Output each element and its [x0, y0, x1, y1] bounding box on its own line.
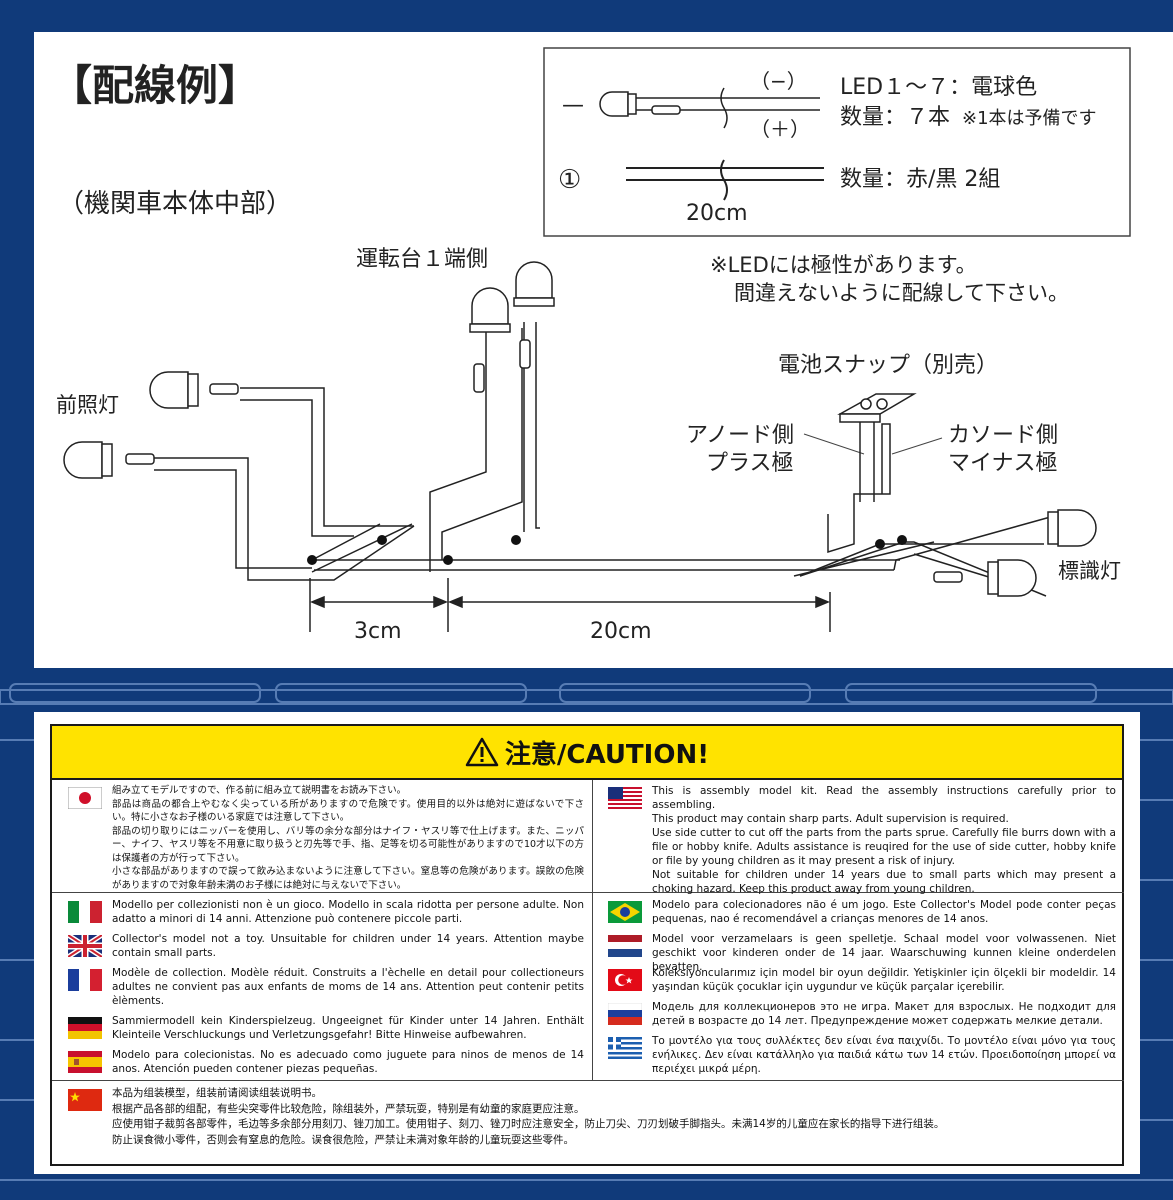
label-cathode-minus: マイナス極 — [948, 451, 1058, 476]
flag-france-icon — [68, 969, 102, 991]
warning-text-pt: Modelo para colecionadores não é um jogo… — [652, 899, 1116, 925]
flag-germany-icon — [68, 1017, 102, 1039]
warning-entry-it: Modello per collezionisti non è un gioco… — [68, 898, 584, 926]
warning-text-es: Modelo para colecionistas. No es adecuad… — [112, 1049, 584, 1075]
warning-entry-fr: Modèle de collection. Modèle réduit. Con… — [68, 966, 584, 1008]
warning-text-zh: 本品为组装模型，组装前请阅读组装说明书。 根据产品各部的组配，有些尖突零件比较危… — [112, 1087, 945, 1146]
row-divider-right — [593, 892, 1124, 893]
warning-text-ja: 組み立てモデルですので、作る前に組み立て説明書をお読み下さい。 部品は商品の都合… — [112, 785, 584, 891]
flag-netherlands-icon — [608, 935, 642, 957]
warning-text-fr: Modèle de collection. Modèle réduit. Con… — [112, 967, 584, 1007]
warning-entry-nl: Model voor verzamelaars is geen spelletj… — [608, 932, 1116, 974]
label-cab-end: 運転台１端側 — [356, 247, 488, 272]
row-divider-bottom — [52, 1080, 1124, 1081]
leader-lines — [803, 433, 943, 455]
label-headlight: 前照灯 — [56, 393, 119, 417]
wiring-diagram: 【配線例】 （機関車本体中部） — （−） （＋） LED１〜７：電球色 数量：… — [50, 47, 1131, 644]
warning-entry-de: Sammiermodell kein Kinderspielzeug. Unge… — [68, 1014, 584, 1042]
flag-uk-icon — [68, 935, 102, 957]
label-anode-side: アノード側 — [686, 423, 794, 448]
legend-dash: — — [562, 93, 584, 118]
warning-entry-es: Modelo para colecionistas. No es adecuad… — [68, 1048, 584, 1076]
warning-text-en-us: This is assembly model kit. Read the ass… — [652, 785, 1116, 895]
warning-entry-pt: Modelo para colecionadores não é um jogo… — [608, 898, 1116, 926]
warning-triangle-icon — [465, 737, 499, 767]
caution-panel: 注意/CAUTION! 組み立てモデルですので、作る前に組み立て説明書をお読み下… — [34, 712, 1140, 1174]
headlight-led-lower — [63, 441, 155, 479]
flag-brazil-icon — [608, 901, 642, 923]
legend-plus: （＋） — [750, 117, 810, 141]
marker-led-upper — [1047, 509, 1097, 547]
legend-minus: （−） — [750, 69, 807, 93]
legend-wire-icon — [626, 159, 824, 201]
flag-japan-icon — [68, 787, 102, 809]
wire-harness — [154, 322, 1055, 597]
warning-entry-ru: Модель для коллекционеров это не игра. М… — [608, 1000, 1116, 1028]
row-divider-left — [52, 892, 592, 893]
wiring-title: 【配線例】 — [50, 61, 260, 110]
headlight-led-upper — [149, 371, 239, 409]
flag-turkey-icon — [608, 969, 642, 991]
warning-entry-en-us: This is assembly model kit. Read the ass… — [608, 784, 1116, 896]
parts-legend-box — [543, 47, 1131, 237]
caution-banner: 注意/CAUTION! — [50, 724, 1124, 780]
label-cathode-side: カソード側 — [948, 423, 1058, 448]
flag-china-icon — [68, 1089, 102, 1111]
warning-entry-tr: Koleksiyoncularımız için model bir oyun … — [608, 966, 1116, 994]
flag-russia-icon — [608, 1003, 642, 1025]
label-polarity-note-1: ※LEDには極性があります。 — [710, 253, 977, 277]
wiring-subtitle: （機関車本体中部） — [58, 189, 292, 219]
warning-text-de: Sammiermodell kein Kinderspielzeug. Unge… — [112, 1015, 584, 1041]
caution-body: 組み立てモデルですので、作る前に組み立て説明書をお読み下さい。 部品は商品の都合… — [50, 780, 1124, 1166]
wiring-example-panel: 【配線例】 （機関車本体中部） — （−） （＋） LED１〜７：電球色 数量：… — [34, 32, 1173, 668]
cab-led-right — [513, 261, 555, 369]
label-battery-snap: 電池スナップ（別売） — [778, 353, 998, 378]
dimension-lines — [309, 578, 831, 632]
warning-text-el: Το μοντέλο για τους συλλέκτες δεν είναι … — [652, 1035, 1116, 1075]
label-anode-plus: プラス極 — [706, 451, 794, 476]
legend-wire-number: ① — [558, 165, 581, 195]
warning-text-tr: Koleksiyoncularımız için model bir oyun … — [652, 967, 1116, 993]
warning-entry-en-uk: Collector's model not a toy. Unsuitable … — [68, 932, 584, 960]
legend-led-qty: 数量：７本 — [840, 105, 950, 130]
battery-snap — [837, 393, 917, 502]
warning-entry-zh: 本品为组装模型，组装前请阅读组装说明书。 根据产品各部的组配，有些尖突零件比较危… — [68, 1086, 1118, 1148]
cab-led-left — [469, 287, 511, 393]
legend-wire-qty: 数量：赤/黒 2組 — [840, 167, 1000, 192]
dimension-3cm: 3cm — [354, 619, 402, 644]
legend-led-qty-note: ※1本は予備です — [962, 108, 1097, 129]
warning-entry-ja: 組み立てモデルですので、作る前に組み立て説明書をお読み下さい。 部品は商品の都合… — [68, 784, 584, 892]
label-marker-light: 標識灯 — [1058, 559, 1121, 583]
legend-wire-length: 20cm — [686, 201, 748, 226]
warning-text-it: Modello per collezionisti non è un gioco… — [112, 899, 584, 925]
flag-greece-icon — [608, 1037, 642, 1059]
warning-entry-el: Το μοντέλο για τους συλλέκτες δεν είναι … — [608, 1034, 1116, 1076]
legend-led-spec: LED１〜７：電球色 — [840, 75, 1037, 100]
solder-junctions — [307, 535, 907, 565]
warning-text-en-uk: Collector's model not a toy. Unsuitable … — [112, 933, 584, 959]
label-polarity-note-2: 間違えないように配線して下さい。 — [734, 281, 1069, 305]
legend-led-icon — [599, 87, 820, 129]
flag-italy-icon — [68, 901, 102, 923]
dimension-20cm: 20cm — [590, 619, 652, 644]
column-divider — [592, 780, 593, 1080]
marker-led-lower — [933, 559, 1037, 597]
flag-spain-icon — [68, 1051, 102, 1073]
warning-text-ru: Модель для коллекционеров это не игра. М… — [652, 1001, 1116, 1027]
caution-title: 注意/CAUTION! — [504, 739, 710, 770]
warning-text-nl: Model voor verzamelaars is geen spelletj… — [652, 933, 1116, 973]
flag-usa-icon — [608, 787, 642, 809]
